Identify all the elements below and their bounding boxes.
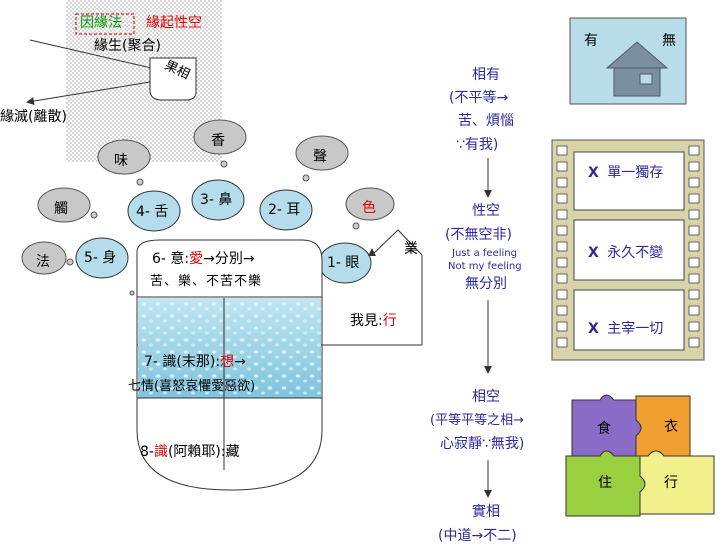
house-label-you: 有 xyxy=(584,33,598,49)
label-xiang-you-1: (不平等→ xyxy=(449,90,509,106)
film-text-1: 單一獨存 xyxy=(607,165,664,181)
film-frame-3 xyxy=(573,289,685,351)
cloud-xiang xyxy=(193,119,247,155)
film-item-3: X 主宰一切 xyxy=(588,322,663,336)
film-text-3: 主宰一切 xyxy=(607,321,664,337)
label-yi-prefix: 6- 意: xyxy=(152,251,190,267)
sense-shen-oval xyxy=(75,237,129,279)
label-yin-yuan-fa: 因緣法 xyxy=(80,15,122,31)
label-xing-kong: 性空 xyxy=(472,203,500,219)
sense-she-oval xyxy=(127,190,181,232)
fruit-shape xyxy=(149,57,197,101)
label-yuan-mie: 緣滅(離散) xyxy=(0,109,67,125)
label-xiang-kong-2: 心寂靜∵無我) xyxy=(440,436,525,452)
cloud-label-chu: 觸 xyxy=(54,201,68,217)
sense-label-er: 2- 耳 xyxy=(268,202,301,218)
label-yuan-qi-xing-kong: 緣起性空 xyxy=(146,15,202,31)
puzzle-label-xing: 行 xyxy=(664,475,678,491)
sense-label-bi: 3- 鼻 xyxy=(200,192,233,208)
label-eighth-red: 識 xyxy=(153,444,168,460)
sense-er-oval xyxy=(259,189,313,231)
puzzle-label-shi: 食 xyxy=(597,421,611,437)
label-seventh-prefix: 7- 識(末那): xyxy=(144,354,221,370)
label-feeling-en: Just a feeling xyxy=(452,248,517,259)
arrow-yuan-sheng xyxy=(29,39,162,73)
cloud-chu xyxy=(37,187,91,223)
label-seventh-line: 7- 識(末那):想→ xyxy=(144,355,246,369)
karma-arrow xyxy=(322,229,423,346)
label-wo-jian-line: 我見:行 xyxy=(350,314,397,328)
label-seventh-xiang: 想 xyxy=(220,354,235,370)
label-ye: 業 xyxy=(404,241,418,257)
label-my-feeling-en: Not my feeling xyxy=(448,261,522,272)
label-eighth-suffix: (阿賴耶):藏 xyxy=(167,444,240,460)
film-frame-2 xyxy=(573,219,685,281)
label-ai: 愛 xyxy=(189,251,204,267)
film-text-2: 永久不變 xyxy=(607,245,664,261)
sense-label-she: 4- 舌 xyxy=(136,204,169,220)
label-shi-xiang: 實相 xyxy=(472,504,500,520)
label-seventh-suffix: → xyxy=(234,354,246,370)
sense-label-yan: 1- 眼 xyxy=(327,255,360,271)
cloud-label-fa: 法 xyxy=(36,254,50,270)
label-xiang-kong: 相空 xyxy=(472,389,500,405)
label-xing-kong-1: (不無空非) xyxy=(445,227,512,243)
label-xiang-kong-1: (平等平等之相→ xyxy=(430,413,524,428)
sense-label-shen: 5- 身 xyxy=(84,250,117,266)
cloud-label-sheng: 聲 xyxy=(313,149,327,165)
film-item-2: X 永久不變 xyxy=(588,246,663,260)
label-feelings: 苦、樂、不苦不樂 xyxy=(150,274,263,289)
label-xiang-you: 相有 xyxy=(472,67,500,83)
cloud-fa xyxy=(21,241,67,275)
label-xiang-you-2: 苦、煩惱 xyxy=(458,113,514,129)
puzzle-piece-yi xyxy=(635,395,691,457)
film-item-1: X 單一獨存 xyxy=(588,166,663,180)
film-x-1: X xyxy=(588,165,599,181)
cloud-label-se: 色 xyxy=(362,200,376,216)
label-zhong-dao: (中道→不二) xyxy=(438,528,517,544)
puzzle-label-yi: 衣 xyxy=(664,419,678,435)
film-holes xyxy=(556,145,700,348)
label-wo-jian: 我見: xyxy=(350,313,383,329)
film-x-3: X xyxy=(588,321,599,337)
dashed-label-box xyxy=(75,13,135,35)
label-xing: 行 xyxy=(382,313,397,329)
cloud-sheng xyxy=(295,135,349,171)
film-x-2: X xyxy=(588,245,599,261)
puzzle-piece-xing xyxy=(639,450,715,515)
cloud-wei xyxy=(97,139,151,175)
puzzle-label-zhu: 住 xyxy=(598,475,612,491)
label-eighth-prefix: 8- xyxy=(140,444,154,460)
label-eighth-line: 8-識(阿賴耶):藏 xyxy=(140,445,240,459)
cloud-se xyxy=(345,187,395,221)
house-label-wu: 無 xyxy=(662,33,676,49)
film-frame-1 xyxy=(573,151,685,211)
arrow-yuan-mie xyxy=(26,79,163,105)
label-qiqing: 七情(喜怒哀懼愛惡欲) xyxy=(128,379,256,394)
label-wu-fen-bie: 無分別 xyxy=(465,276,507,292)
label-yi-suffix: →分別→ xyxy=(203,251,255,267)
sense-bi-oval xyxy=(191,179,245,221)
label-xiang-you-3: ∵有我) xyxy=(456,137,499,153)
label-yuan-sheng: 緣生(聚合) xyxy=(94,38,161,54)
cloud-label-wei: 味 xyxy=(114,153,128,169)
label-yi-line: 6- 意:愛→分別→ xyxy=(152,252,255,266)
cloud-label-xiang: 香 xyxy=(211,133,225,149)
